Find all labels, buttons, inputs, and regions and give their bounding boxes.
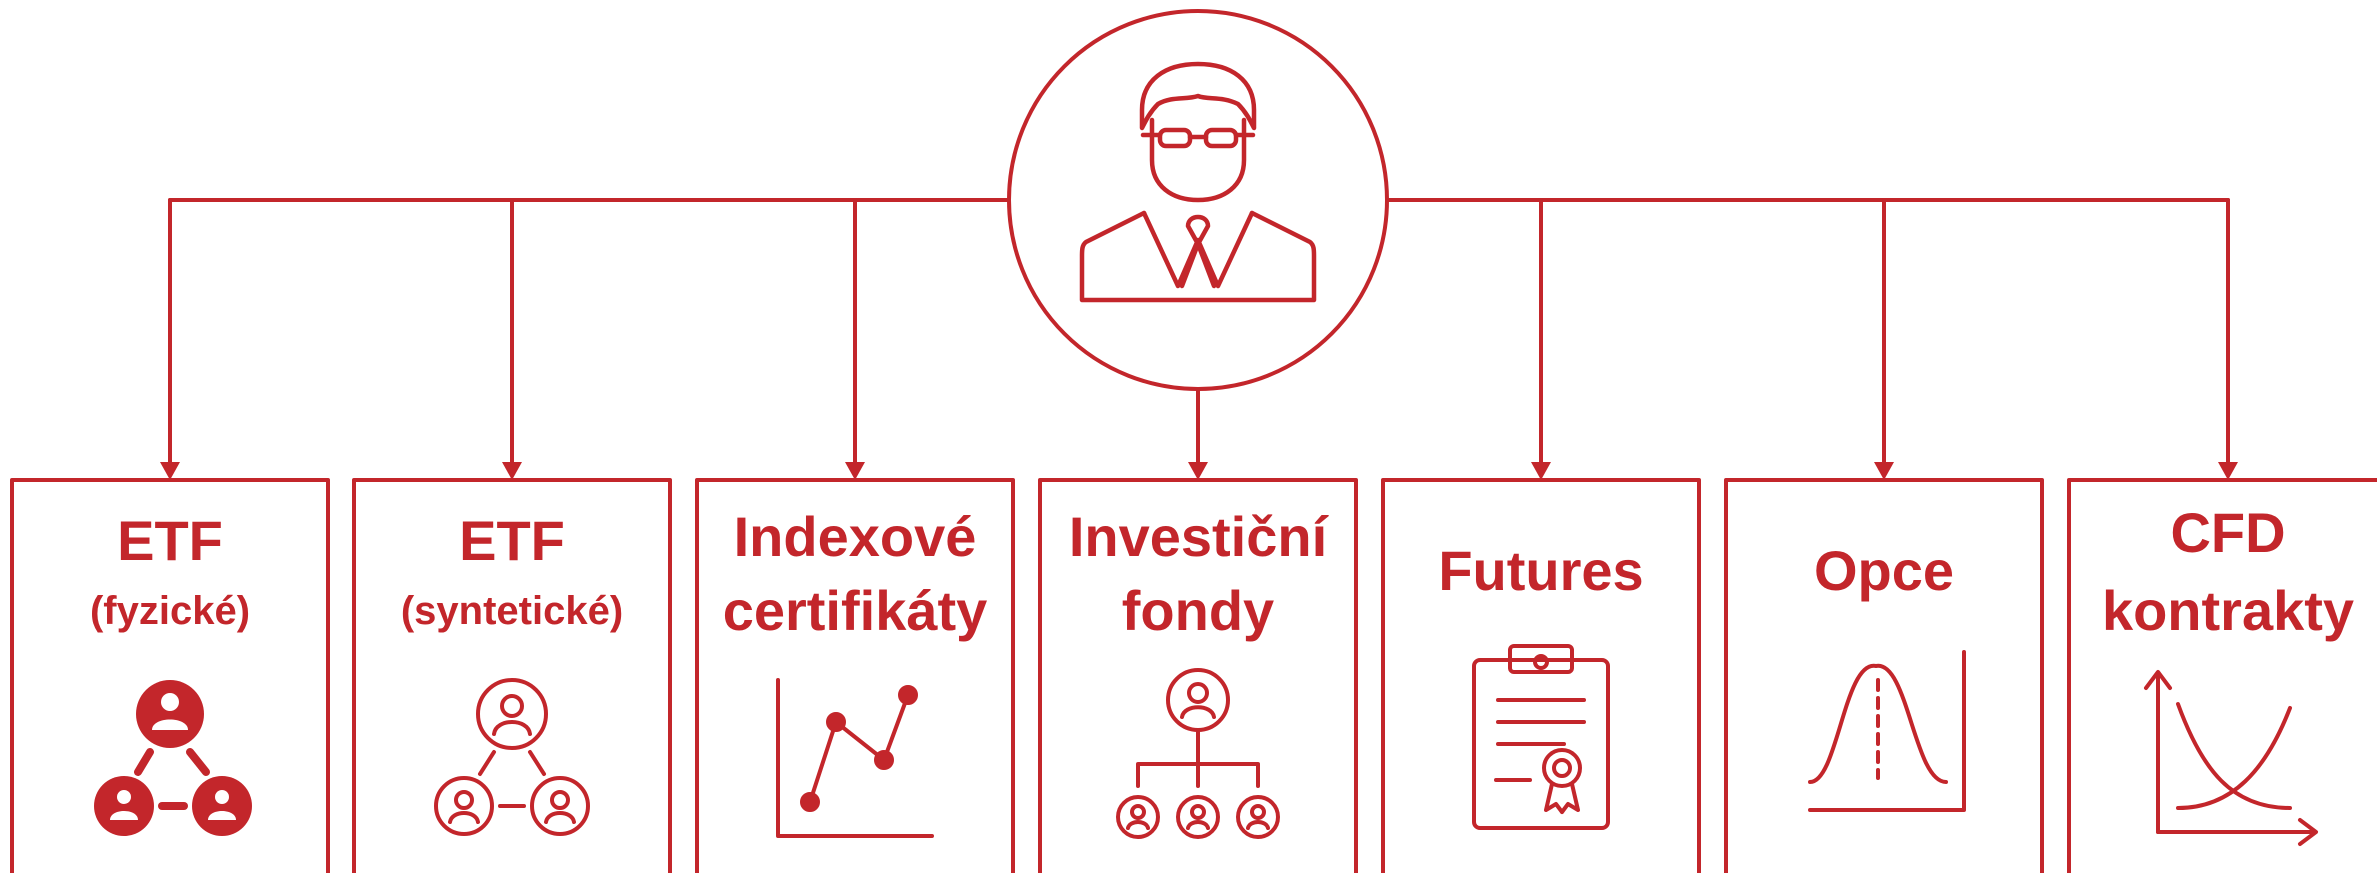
connector-lines	[168, 198, 2230, 472]
box-etf-physical-title: ETF	[117, 509, 223, 572]
network-people-outline-icon	[434, 678, 590, 836]
box-etf-synthetic-subtitle: (syntetické)	[401, 589, 623, 633]
box-cfd	[2067, 478, 2377, 873]
box-etf-synthetic	[352, 478, 672, 873]
org-chart-icon	[1116, 668, 1280, 839]
box-index-certificates-title: Indexové	[734, 505, 977, 568]
line-chart-icon	[776, 678, 934, 838]
bell-curve-icon	[1808, 650, 1966, 812]
box-options-title: Opce	[1814, 539, 1954, 602]
box-futures-title: Futures	[1438, 539, 1643, 602]
box-options	[1724, 478, 2044, 873]
box-index-certificates	[695, 478, 1015, 873]
crossing-curves-icon	[2144, 670, 2318, 846]
box-cfd-title: CFD	[2170, 501, 2285, 564]
box-investment-funds-subtitle: fondy	[1122, 579, 1274, 642]
arrow-heads	[160, 462, 2238, 480]
box-etf-physical	[10, 478, 330, 873]
box-futures	[1381, 478, 1701, 873]
box-investment-funds	[1038, 478, 1358, 873]
network-people-filled-icon	[94, 680, 252, 836]
box-investment-funds-title: Investiční	[1069, 505, 1330, 568]
box-etf-synthetic-title: ETF	[459, 509, 565, 572]
clipboard-certificate-icon	[1472, 644, 1610, 830]
box-cfd-subtitle: kontrakty	[2102, 579, 2354, 642]
investor-person-icon	[1079, 61, 1317, 303]
box-index-certificates-subtitle: certifikáty	[723, 579, 988, 642]
box-etf-physical-subtitle: (fyzické)	[90, 589, 250, 633]
